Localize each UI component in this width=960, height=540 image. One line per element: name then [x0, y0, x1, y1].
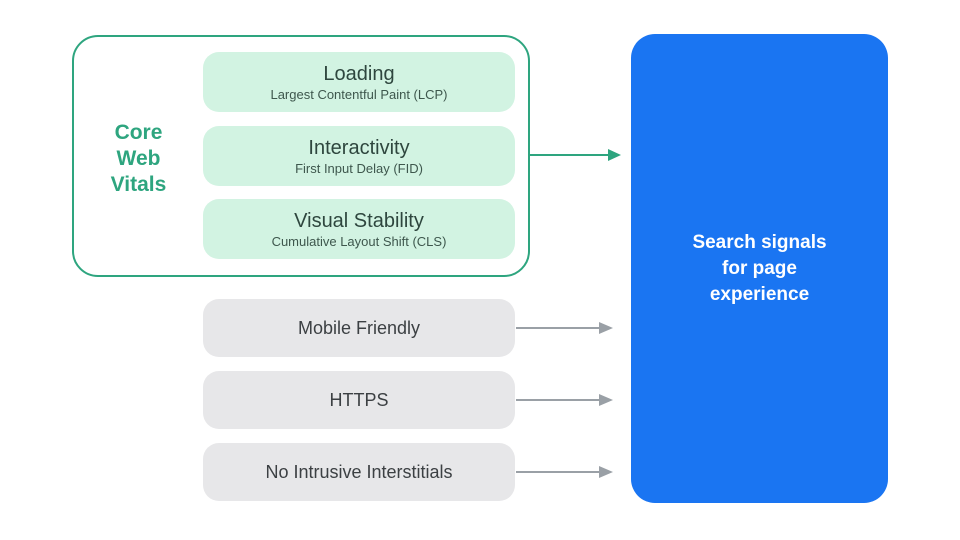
vital-subtitle-fid: First Input Delay (FID) [295, 160, 423, 176]
arrow-no-intrusive-interstitials-icon [516, 466, 613, 478]
signal-card-no-intrusive-interstitials: No Intrusive Interstitials [203, 443, 515, 501]
arrow-mobile-friendly-icon [516, 322, 613, 334]
vital-card-interactivity: Interactivity First Input Delay (FID) [203, 126, 515, 186]
signal-label-mobile-friendly: Mobile Friendly [297, 317, 421, 338]
vital-title-visual-stability: Visual Stability [294, 209, 424, 232]
core-web-vitals-group: Core Web Vitals Loading Largest Contentf… [72, 35, 530, 277]
vital-title-loading: Loading [323, 62, 395, 85]
vital-subtitle-lcp: Largest Contentful Paint (LCP) [270, 86, 448, 102]
arrow-https-icon [516, 394, 613, 406]
search-signals-box: Search signals for page experience [631, 34, 888, 503]
vital-card-visual-stability: Visual Stability Cumulative Layout Shift… [203, 199, 515, 259]
signal-card-mobile-friendly: Mobile Friendly [203, 299, 515, 357]
core-web-vitals-label: Core Web Vitals [110, 121, 167, 196]
signal-label-https: HTTPS [329, 389, 389, 410]
vital-title-interactivity: Interactivity [308, 136, 410, 159]
vital-subtitle-cls: Cumulative Layout Shift (CLS) [271, 233, 447, 249]
signal-card-https: HTTPS [203, 371, 515, 429]
signal-label-no-intrusive-interstitials: No Intrusive Interstitials [265, 461, 453, 482]
search-signals-label: Search signals for page experience [692, 231, 827, 305]
vital-card-loading: Loading Largest Contentful Paint (LCP) [203, 52, 515, 112]
arrow-core-web-vitals-icon [530, 149, 621, 161]
